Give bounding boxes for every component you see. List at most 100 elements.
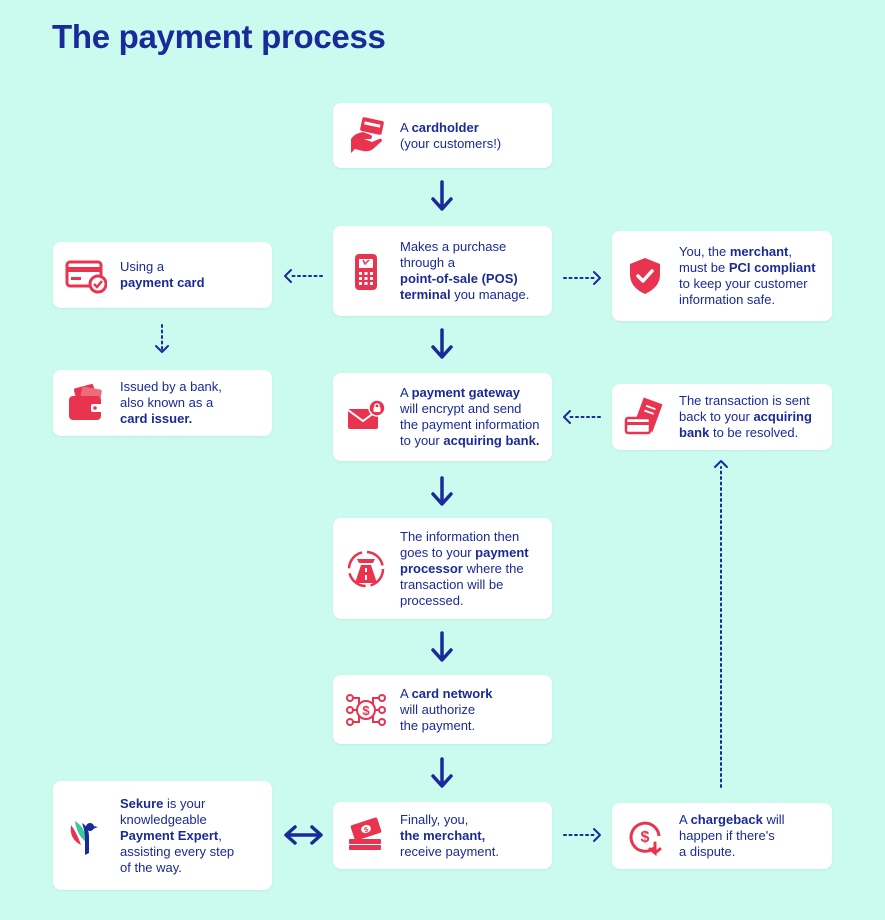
- bold-text: the merchant,: [400, 827, 486, 843]
- text-run: will encrypt and send: [400, 401, 522, 416]
- text-run: happen if there's: [679, 828, 775, 843]
- text-run: Finally, you,: [400, 811, 469, 827]
- text-run: goes to your: [400, 544, 476, 560]
- step-text-line: will authorize: [400, 702, 544, 718]
- step-text-line: A payment gateway: [400, 385, 544, 401]
- arrow-down-3: [431, 476, 453, 506]
- text-run: the payment.: [400, 717, 476, 733]
- step-text-line: A chargeback will: [679, 812, 824, 828]
- text-run: will: [762, 812, 785, 827]
- text-run: You, the: [679, 244, 730, 259]
- bold-text: PCI compliant: [728, 260, 816, 275]
- text-run: (your customers!): [400, 135, 502, 151]
- text-run: A: [400, 385, 412, 400]
- svg-text:$: $: [364, 826, 370, 834]
- step-text-line: terminal you manage.: [400, 287, 544, 303]
- text-run: must be: [679, 260, 729, 275]
- bold-text: terminal: [400, 287, 451, 302]
- step-text-line: through a: [400, 255, 544, 271]
- text-run: The information then: [400, 528, 520, 544]
- arrow-down-5: [431, 757, 453, 788]
- step-text-line: assisting every step: [120, 844, 264, 860]
- step-text-line: transaction will be: [400, 577, 544, 593]
- text-run: to be resolved.: [709, 425, 799, 440]
- step-text-line: also known as a: [120, 395, 264, 411]
- step-text-line: card issuer.: [120, 411, 264, 427]
- bold-text: point-of-sale (POS): [400, 271, 518, 286]
- step-text-line: Payment Expert,: [120, 828, 264, 844]
- text-run: to your: [400, 433, 444, 448]
- text-run: ,: [218, 827, 222, 843]
- step-text-line: must be PCI compliant: [679, 260, 824, 276]
- bold-text: merchant: [729, 244, 789, 259]
- bold-text: payment gateway: [411, 385, 520, 400]
- text-run: receive payment.: [400, 843, 499, 859]
- step-text-line: back to your acquiring: [679, 409, 824, 425]
- step-text-line: a dispute.: [679, 844, 824, 860]
- text-run: A: [400, 119, 412, 135]
- locked-envelope-icon: [345, 396, 387, 438]
- step-text-line: processor where the: [400, 561, 544, 577]
- step-text: Finally, you,the merchant,receive paymen…: [400, 812, 544, 860]
- text-run: knowledgeable: [120, 811, 207, 827]
- arrow-down-4: [431, 631, 453, 662]
- bold-text: chargeback: [690, 812, 763, 827]
- wallet-icon: [65, 382, 107, 424]
- text-run: to keep your customer: [679, 276, 808, 291]
- pos-terminal-icon: [345, 250, 387, 292]
- page-title: The payment process: [52, 18, 386, 55]
- text-run: transaction will be: [400, 576, 504, 592]
- text-run: is your: [163, 795, 206, 811]
- text-run: The transaction is sent: [679, 393, 810, 408]
- bold-text: card network: [411, 685, 493, 701]
- double-arrow: [284, 825, 323, 845]
- text-run: A: [400, 685, 412, 701]
- step-text-line: the payment.: [400, 718, 544, 734]
- text-run: assisting every step: [120, 843, 235, 859]
- svg-text:$: $: [362, 703, 370, 718]
- bold-text: acquiring: [753, 409, 812, 424]
- text-run: Makes a purchase: [400, 239, 507, 254]
- text-run: ,: [788, 244, 793, 259]
- text-run: will authorize: [400, 701, 476, 717]
- bold-text: acquiring bank.: [443, 433, 540, 448]
- step-text-line: payment card: [120, 275, 264, 291]
- text-run: Using a: [120, 259, 165, 274]
- processor-road-icon: [345, 548, 387, 590]
- step-text-line: processed.: [400, 593, 544, 609]
- step-text-line: to your acquiring bank.: [400, 433, 544, 449]
- svg-text:$: $: [641, 829, 650, 846]
- text-run: back to your: [679, 409, 754, 424]
- step-text-line: A cardholder: [400, 120, 544, 136]
- step-text-line: of the way.: [120, 860, 264, 876]
- credit-card-check-icon: [65, 254, 107, 296]
- step-text: A cardholder(your customers!): [400, 120, 544, 152]
- arrow-down-1: [431, 180, 453, 211]
- step-text-line: point-of-sale (POS): [400, 271, 544, 287]
- step-text-line: goes to your payment: [400, 545, 544, 561]
- step-text-line: receive payment.: [400, 844, 544, 860]
- step-text-line: the payment information: [400, 417, 544, 433]
- text-run: the payment information: [400, 417, 540, 432]
- text-run: A: [679, 812, 691, 827]
- text-run: of the way.: [120, 859, 182, 875]
- step-text-line: the merchant,: [400, 828, 544, 844]
- step-text-line: information safe.: [679, 292, 824, 308]
- step-text-line: will encrypt and send: [400, 401, 544, 417]
- text-run: processed.: [400, 592, 464, 608]
- step-text-line: Finally, you,: [400, 812, 544, 828]
